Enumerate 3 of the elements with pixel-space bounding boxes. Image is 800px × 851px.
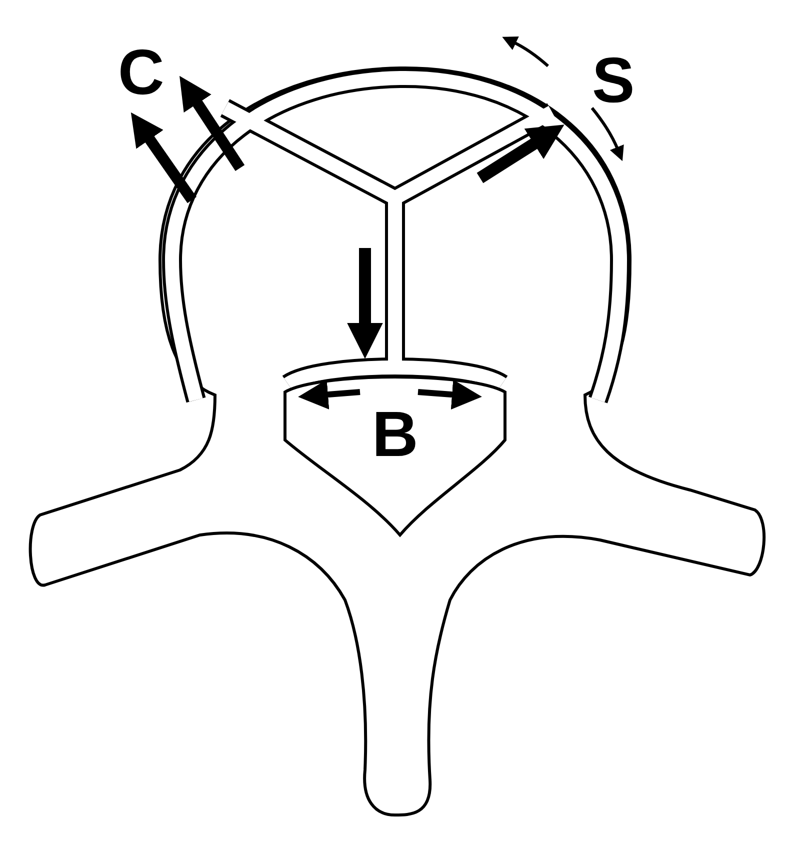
force-label: C	[118, 40, 164, 104]
force-label: B	[372, 402, 418, 466]
force-label: S	[592, 48, 635, 112]
